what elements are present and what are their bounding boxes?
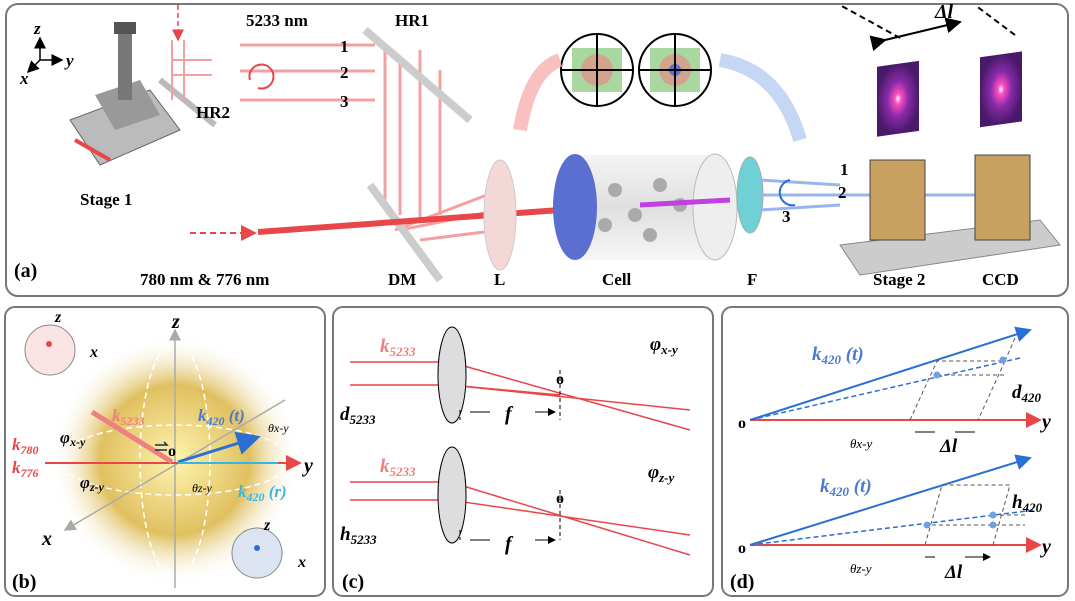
d-bottom-y: y bbox=[1040, 536, 1051, 558]
stage2-ccd bbox=[839, 51, 1061, 276]
lens-l bbox=[483, 159, 517, 271]
z-axis-label: z bbox=[171, 311, 180, 333]
delta-l-label: Δl bbox=[934, 1, 954, 23]
d-bottom-k420t: k420 (t) bbox=[820, 476, 872, 499]
panel-a-label: (a) bbox=[14, 260, 37, 282]
lens-label: L bbox=[494, 270, 505, 289]
inset-blue-x: x bbox=[297, 554, 306, 571]
c-bottom-k5233: k5233 bbox=[380, 456, 416, 479]
stage1-label: Stage 1 bbox=[80, 190, 132, 209]
panel-a-border bbox=[5, 3, 1069, 297]
axes-icon bbox=[26, 36, 64, 74]
dm-label: DM bbox=[388, 270, 416, 289]
x-axis-label: x bbox=[41, 528, 52, 550]
panel-d: k420 (t) d420 o y θx-y Δl k420 (t) h420 … bbox=[721, 306, 1069, 597]
inset-red bbox=[24, 324, 76, 376]
phi-xy-label: φx-y bbox=[60, 428, 86, 449]
beam-label-2: 2 bbox=[340, 63, 349, 82]
lens-top bbox=[437, 326, 467, 424]
inset-red-x: x bbox=[89, 344, 98, 361]
origin-label: o bbox=[168, 443, 176, 460]
lens-bottom bbox=[437, 446, 467, 544]
rotation-arrow-icon bbox=[248, 63, 275, 90]
cell-label: Cell bbox=[602, 270, 632, 289]
hr1-mirror bbox=[362, 26, 473, 124]
cell bbox=[553, 153, 738, 261]
d-top-d420: d420 bbox=[1012, 382, 1042, 405]
beam-profile-insets bbox=[560, 33, 712, 107]
inset-blue-z: z bbox=[263, 517, 271, 534]
c-bottom-phi: φz-y bbox=[648, 462, 675, 485]
panel-b-label: (b) bbox=[12, 571, 36, 593]
theta-xy-label: θx-y bbox=[268, 421, 289, 435]
panel-c: k5233 φx-y o d5233 f k5233 φz-y o h5233 … bbox=[332, 306, 714, 597]
hr2-mirror bbox=[158, 77, 217, 128]
theta-zy-label: θz-y bbox=[192, 481, 213, 495]
k780-label: k780 bbox=[12, 435, 39, 457]
hr1-label: HR1 bbox=[395, 11, 429, 30]
beam-label-1: 1 bbox=[340, 37, 349, 56]
c-bottom-origin: o bbox=[556, 490, 564, 507]
panel-b: z x z x z y x o k5233 k420 (t) k420 (r) … bbox=[4, 306, 326, 597]
ccd-label: CCD bbox=[982, 270, 1019, 289]
axis-y-label: y bbox=[64, 51, 74, 70]
conversion-arrow-icon bbox=[155, 441, 169, 451]
c-top-d: d5233 bbox=[340, 404, 376, 427]
c-top-phi: φx-y bbox=[650, 334, 678, 357]
k420t-label: k420 (t) bbox=[198, 406, 245, 428]
beam-label-right-3: 3 bbox=[782, 207, 791, 226]
c-bottom-f: f bbox=[505, 533, 514, 555]
filter-label: F bbox=[747, 270, 757, 289]
beam-label-3: 3 bbox=[340, 92, 349, 111]
y-axis-label: y bbox=[302, 455, 313, 477]
dm-mirror bbox=[366, 182, 444, 283]
d-top-theta: θx-y bbox=[850, 436, 872, 451]
d-top-delta-l: Δl bbox=[939, 436, 958, 457]
d-top-y: y bbox=[1040, 411, 1051, 433]
d-top-k420t: k420 (t) bbox=[812, 344, 864, 367]
k776-label: k776 bbox=[12, 458, 39, 480]
phi-zy-label: φz-y bbox=[80, 473, 105, 494]
beam-label-right-1: 1 bbox=[840, 160, 849, 179]
axis-z-label: z bbox=[33, 19, 41, 38]
inset-red-z: z bbox=[54, 309, 62, 326]
k5233-label: k5233 bbox=[112, 406, 145, 428]
stage2-label: Stage 2 bbox=[873, 270, 925, 289]
wavelength-5233-label: 5233 nm bbox=[246, 11, 308, 30]
hr2-label: HR2 bbox=[196, 103, 230, 122]
panel-a: z y x Δl 5 bbox=[5, 1, 1069, 297]
panel-c-label: (c) bbox=[342, 571, 364, 593]
d-bottom-delta-l: Δl bbox=[944, 562, 963, 583]
k5233-vector bbox=[90, 409, 174, 465]
inset-blue bbox=[231, 527, 283, 579]
beam-label-right-2: 2 bbox=[838, 183, 847, 202]
d-bottom-theta: θz-y bbox=[850, 561, 872, 576]
input-beams-label: 780 nm & 776 nm bbox=[140, 270, 269, 289]
d-bottom-h420: h420 bbox=[1012, 492, 1043, 515]
rotation-arrow-blue-icon bbox=[778, 179, 796, 207]
d-bottom-origin: o bbox=[738, 540, 746, 557]
c-bottom-h: h5233 bbox=[340, 524, 377, 547]
stage1-device bbox=[69, 22, 181, 166]
filter-f bbox=[736, 156, 764, 234]
axis-x-label: x bbox=[19, 69, 29, 88]
k420t-vector bbox=[177, 431, 261, 464]
c-top-f: f bbox=[505, 403, 514, 425]
c-top-k5233: k5233 bbox=[380, 336, 416, 359]
d-top-origin: o bbox=[738, 415, 746, 432]
k420r-label: k420 (r) bbox=[238, 482, 287, 504]
c-top-origin: o bbox=[556, 371, 564, 388]
panel-d-label: (d) bbox=[730, 571, 754, 593]
